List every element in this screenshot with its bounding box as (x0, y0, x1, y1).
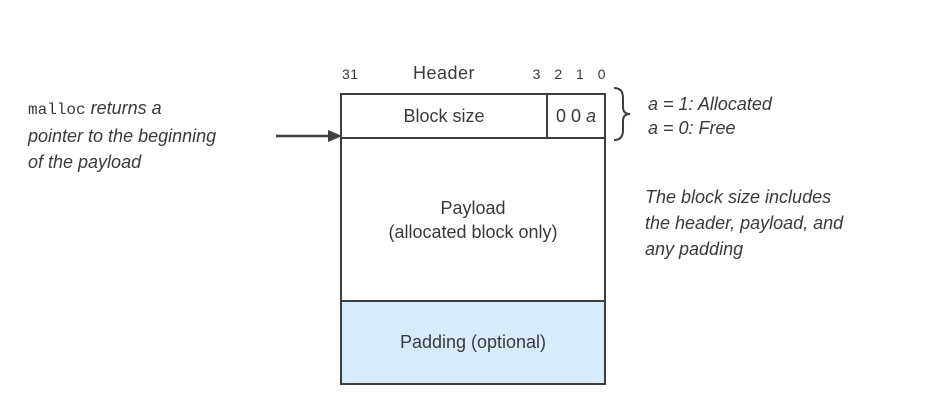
pointer-arrow-icon (276, 130, 342, 142)
curly-brace-icon (613, 87, 631, 141)
padding-cell: Padding (optional) (342, 300, 604, 383)
block-size-note-line2: the header, payload, and (645, 213, 844, 233)
malloc-code-text: malloc (28, 101, 86, 119)
malloc-note-line1-rest: returns a (90, 98, 162, 118)
block-size-note: The block size includes the header, payl… (645, 184, 915, 262)
flag-zeros: 0 0 (555, 105, 581, 126)
malloc-note-line2: pointer to the beginning (28, 126, 217, 146)
bit-label-31: 31 (342, 66, 359, 82)
flag-letter-a: a (586, 105, 597, 126)
flag-legend: a = 1: Allocated a = 0: Free (648, 92, 772, 140)
payload-cell: Payload (allocated block only) (342, 139, 604, 300)
block-size-note-line1: The block size includes (645, 187, 832, 207)
header-title-label: Header (412, 63, 476, 83)
padding-label: Padding (optional) (399, 332, 547, 352)
flag-legend-free: a = 0: Free (648, 118, 736, 138)
bit-labels-3210: 3 2 1 0 (532, 66, 606, 82)
payload-label-line1: Payload (440, 197, 506, 218)
block-size-note-line3: any padding (645, 239, 744, 259)
block-size-cell: Block size (403, 105, 485, 126)
malloc-note-line3: of the payload (28, 152, 142, 172)
flag-legend-allocated: a = 1: Allocated (648, 94, 772, 114)
payload-label-line2: (allocated block only) (388, 221, 558, 242)
